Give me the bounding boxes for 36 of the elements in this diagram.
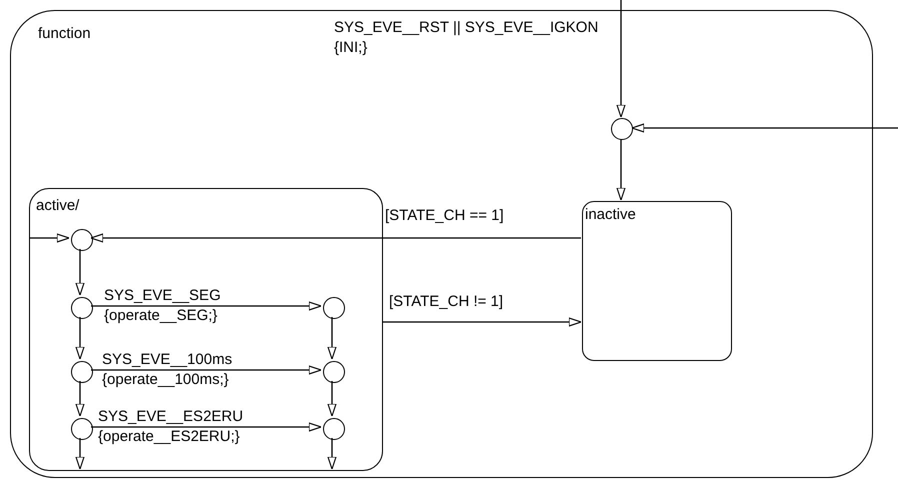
state-name: active/ xyxy=(36,197,80,215)
edge-label: SYS_EVE__100ms {operate__100ms;} xyxy=(102,350,232,390)
transition-arrow xyxy=(327,438,337,470)
transition-arrow xyxy=(75,381,85,417)
edge-label: [STATE_CH == 1] xyxy=(385,206,504,226)
junction-circle xyxy=(71,361,93,383)
transition-arrow xyxy=(616,139,626,201)
transition-arrow xyxy=(75,249,85,296)
transition-arrow xyxy=(90,233,581,243)
state-box xyxy=(10,10,873,478)
transition-arrow xyxy=(75,317,85,360)
state-box xyxy=(29,188,383,471)
edge-label: SYS_EVE__ES2ERU {operate__ES2ERU;} xyxy=(98,407,244,447)
transition-arrow xyxy=(616,0,626,118)
transition-arrow xyxy=(327,381,337,417)
transition-arrow xyxy=(91,422,322,432)
junction-circle xyxy=(323,297,345,319)
transition-arrow xyxy=(91,365,322,375)
junction-circle xyxy=(611,118,633,140)
junction-circle xyxy=(71,229,93,251)
state-name: function xyxy=(38,25,91,43)
junction-circle xyxy=(323,418,345,440)
edge-label: SYS_EVE__RST || SYS_EVE__IGKON {INI;} xyxy=(334,18,600,58)
transition-arrow xyxy=(382,317,582,327)
transition-arrow xyxy=(29,233,70,243)
transition-arrow xyxy=(631,123,898,133)
junction-circle xyxy=(323,361,345,383)
state-name: inactive xyxy=(585,206,636,224)
edge-label: [STATE_CH != 1] xyxy=(389,292,504,312)
transition-arrow xyxy=(91,301,322,311)
junction-circle xyxy=(71,418,93,440)
transition-arrow xyxy=(75,438,85,470)
junction-circle xyxy=(71,297,93,319)
transition-arrow xyxy=(327,317,337,360)
state-box xyxy=(582,201,732,361)
edge-label: SYS_EVE__SEG {operate__SEG;} xyxy=(104,286,221,326)
